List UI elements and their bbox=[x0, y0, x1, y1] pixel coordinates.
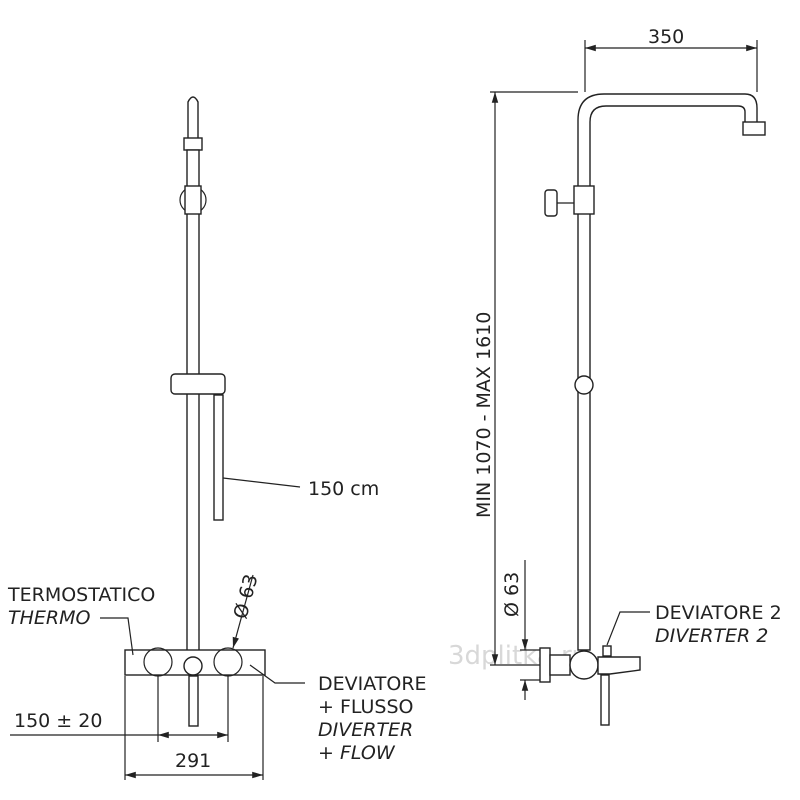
diverter2-button bbox=[602, 645, 612, 657]
inlet-connector bbox=[549, 654, 571, 676]
height-range-label: MIN 1070 - MAX 1610 bbox=[473, 312, 495, 518]
side-outlet-hose bbox=[600, 674, 610, 726]
bracket-wall-plate bbox=[544, 189, 558, 217]
side-mixer-knob bbox=[569, 650, 599, 680]
thermostat-leader bbox=[100, 617, 134, 656]
diverter-label-en-1: DIVERTER bbox=[318, 719, 413, 741]
side-view: DEVIATORE 2 DIVERTER 2 350 MIN 1070 - MA… bbox=[473, 26, 782, 726]
inlet-spacing-label: 150 ± 20 bbox=[14, 710, 102, 732]
knob-diameter-leader bbox=[232, 574, 254, 649]
slider-ball bbox=[574, 375, 594, 395]
front-view: 150 cm TERMOSTATICO THERMO DEVIATORE + F… bbox=[7, 96, 427, 780]
head-connector bbox=[183, 137, 203, 151]
thermostat-label-en: THERMO bbox=[8, 607, 90, 629]
diverter-label-it-2: + FLUSSO bbox=[318, 696, 414, 718]
hose-leader bbox=[222, 477, 301, 488]
bracket-clamp bbox=[184, 185, 202, 215]
mixer-width-label: 291 bbox=[175, 750, 211, 772]
diverter-leader bbox=[249, 664, 305, 684]
shower-head-top bbox=[187, 96, 199, 146]
shower-head-side bbox=[742, 121, 766, 136]
diverter2-label-en: DIVERTER 2 bbox=[655, 625, 768, 647]
bath-spout bbox=[597, 656, 641, 675]
hose-length-label: 150 cm bbox=[308, 478, 379, 500]
diverter2-label-it: DEVIATORE 2 bbox=[655, 602, 782, 624]
wall-escutcheon bbox=[539, 647, 551, 683]
riser-rail bbox=[186, 149, 200, 653]
side-wall-bracket bbox=[573, 185, 595, 215]
shower-hose bbox=[213, 394, 224, 521]
diverter-label-en-2: + FLOW bbox=[318, 742, 396, 764]
diverter-label-it-1: DEVIATORE bbox=[318, 673, 427, 695]
arm-length-label: 350 bbox=[648, 26, 684, 48]
thermostat-label-it: TERMOSTATICO bbox=[7, 584, 155, 606]
side-knob-diameter-label: Ø 63 bbox=[501, 572, 523, 617]
outlet-nut bbox=[183, 656, 203, 676]
outlet-hose bbox=[188, 675, 199, 727]
hand-shower-slider bbox=[170, 373, 226, 395]
knob-diameter-label: Ø 63 bbox=[230, 572, 263, 621]
diverter2-leader bbox=[606, 611, 650, 646]
shower-arm-riser bbox=[577, 93, 758, 651]
